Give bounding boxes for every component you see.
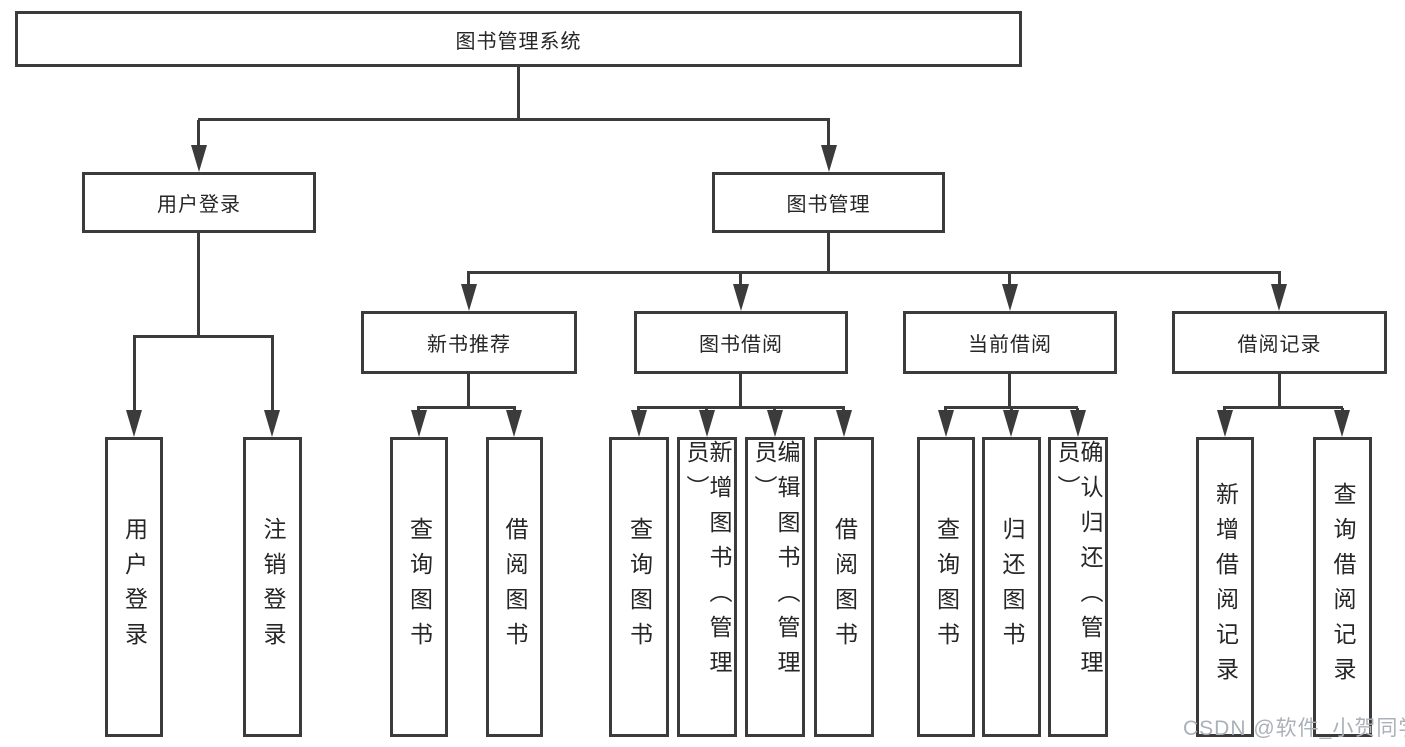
arrow-down-icon <box>1070 410 1086 437</box>
leaf-label: 查询图书 <box>626 517 653 657</box>
arrow-down-icon <box>767 410 783 437</box>
leaf-label: 借阅图书 <box>502 517 528 657</box>
arrow-down-icon <box>699 410 715 437</box>
leaf-logout: 注销登录 <box>243 437 302 737</box>
connector-vline <box>517 67 520 118</box>
arrow-down-icon <box>191 145 207 172</box>
node-user-login: 用户登录 <box>82 172 316 233</box>
leaf-label: 借阅图书 <box>831 517 858 657</box>
leaf-borrow-books-borrowing: 借阅图书 <box>814 437 874 737</box>
connector-hline <box>944 406 1078 409</box>
leaf-edit-book-admin: 编辑图书（管理员） <box>745 437 805 737</box>
node-label: 借阅记录 <box>1237 334 1322 356</box>
connector-hline <box>467 271 1281 274</box>
connector-vline <box>467 373 470 407</box>
arrow-down-icon <box>938 410 954 437</box>
arrow-down-icon <box>1271 284 1287 311</box>
leaf-add-borrow-record: 新增借阅记录 <box>1196 437 1254 737</box>
leaf-add-book-admin: 新增图书（管理员） <box>677 437 737 737</box>
connector-vline <box>1278 273 1281 288</box>
leaf-label: 查询图书 <box>406 517 433 657</box>
node-borrowing-records: 借阅记录 <box>1172 311 1387 374</box>
leaf-confirm-return-admin: 确认归还（管理员） <box>1048 437 1108 737</box>
arrow-down-icon <box>1334 410 1350 437</box>
node-label: 图书管理系统 <box>455 30 582 53</box>
leaf-label: 新增借阅记录 <box>1212 482 1239 692</box>
leaf-query-books-current: 查询图书 <box>917 437 975 737</box>
arrow-down-icon <box>1003 410 1019 437</box>
connector-hline <box>198 118 830 121</box>
connector-vline <box>1008 373 1011 407</box>
arrow-down-icon <box>411 410 427 437</box>
connector-vline <box>197 233 200 337</box>
leaf-label: 注销登录 <box>260 517 286 657</box>
connector-vline <box>1278 373 1281 407</box>
watermark: CSDN @软件_小贺同学 <box>1183 717 1405 740</box>
leaf-label: 查询借阅记录 <box>1330 482 1356 692</box>
leaf-borrow-books-recommend: 借阅图书 <box>486 437 543 737</box>
leaf-label: 新增图书（管理员） <box>683 440 732 685</box>
connector-vline <box>739 373 742 407</box>
arrow-down-icon <box>461 284 477 311</box>
connector-vline <box>739 273 742 288</box>
arrow-down-icon <box>264 410 280 437</box>
leaf-user-login: 用户登录 <box>105 437 163 737</box>
connector-vline <box>827 120 830 148</box>
connector-hline <box>637 406 845 409</box>
connector-vline <box>467 273 470 288</box>
connector-vline <box>197 120 200 148</box>
connector-hline <box>1223 406 1343 409</box>
node-label: 图书管理 <box>786 194 871 216</box>
node-label: 新书推荐 <box>427 334 511 356</box>
node-new-book-recommendation: 新书推荐 <box>361 311 577 374</box>
node-book-borrowing: 图书借阅 <box>634 311 848 374</box>
node-label: 图书借阅 <box>699 334 783 356</box>
arrow-down-icon <box>836 410 852 437</box>
node-book-management: 图书管理 <box>712 172 945 233</box>
connector-vline <box>133 337 136 414</box>
leaf-query-borrow-record: 查询借阅记录 <box>1313 437 1372 737</box>
arrow-down-icon <box>733 284 749 311</box>
leaf-return-books: 归还图书 <box>982 437 1041 737</box>
node-current-borrowing: 当前借阅 <box>903 311 1117 374</box>
leaf-label: 查询图书 <box>933 517 960 657</box>
arrow-down-icon <box>1217 410 1233 437</box>
connector-hline <box>417 406 516 409</box>
leaf-label: 用户登录 <box>121 517 148 657</box>
leaf-label: 确认归还（管理员） <box>1054 440 1103 685</box>
node-label: 用户登录 <box>157 194 241 216</box>
arrow-down-icon <box>821 145 837 172</box>
arrow-down-icon <box>631 410 647 437</box>
connector-vline <box>271 337 274 414</box>
node-label: 当前借阅 <box>968 334 1052 356</box>
leaf-query-books-recommend: 查询图书 <box>390 437 448 737</box>
arrow-down-icon <box>1002 284 1018 311</box>
leaf-query-books-borrowing: 查询图书 <box>609 437 669 737</box>
arrow-down-icon <box>126 410 142 437</box>
connector-vline <box>827 233 830 273</box>
arrow-down-icon <box>506 410 522 437</box>
node-library-management-system: 图书管理系统 <box>15 11 1022 67</box>
connector-vline <box>1008 273 1011 288</box>
connector-hline <box>133 335 274 338</box>
leaf-label: 归还图书 <box>999 517 1025 657</box>
leaf-label: 编辑图书（管理员） <box>751 440 800 685</box>
